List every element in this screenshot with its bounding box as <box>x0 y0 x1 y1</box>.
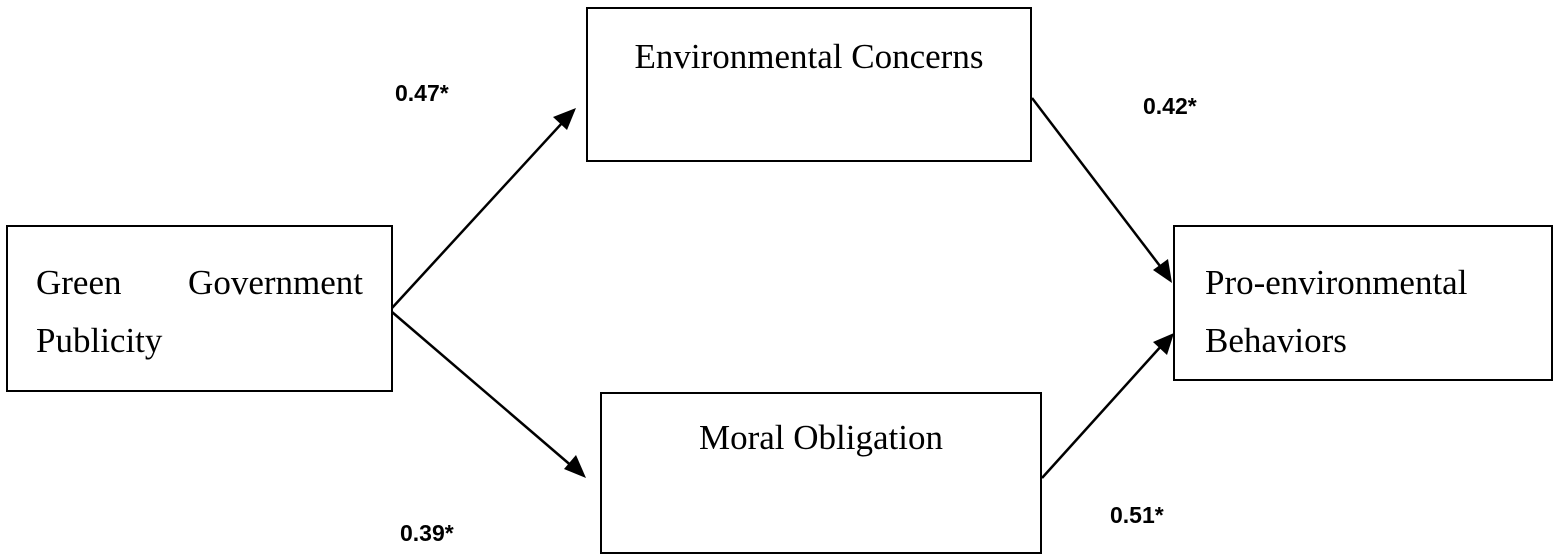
node-environmental-concerns: Environmental Concerns <box>586 7 1032 162</box>
node-label: Moral Obligation <box>699 418 943 457</box>
node-label: Green Government Publicity <box>36 263 363 360</box>
arrow-publicity-to-obligation <box>391 311 575 469</box>
coefficient-obligation-to-behaviors: 0.51* <box>1110 502 1164 528</box>
node-moral-obligation: Moral Obligation <box>600 392 1042 554</box>
coefficient-publicity-to-obligation: 0.39* <box>400 520 454 546</box>
node-label: Environmental Concerns <box>634 37 984 76</box>
coefficient-concerns-to-behaviors: 0.42* <box>1143 93 1197 119</box>
arrowhead-publicity-to-concerns <box>553 108 576 130</box>
arrow-concerns-to-behaviors <box>1031 97 1164 271</box>
arrowhead-concerns-to-behaviors <box>1153 259 1172 283</box>
node-label: Pro-environmental Behaviors <box>1205 263 1468 360</box>
arrow-publicity-to-concerns <box>391 109 575 309</box>
node-green-government-publicity: Green Government Publicity <box>6 225 393 392</box>
arrowhead-obligation-to-behaviors <box>1153 333 1174 355</box>
coefficient-publicity-to-concerns: 0.47* <box>395 80 449 106</box>
arrow-obligation-to-behaviors <box>1041 343 1164 479</box>
node-pro-environmental-behaviors: Pro-environmental Behaviors <box>1173 225 1553 381</box>
arrowhead-publicity-to-obligation <box>564 455 586 478</box>
